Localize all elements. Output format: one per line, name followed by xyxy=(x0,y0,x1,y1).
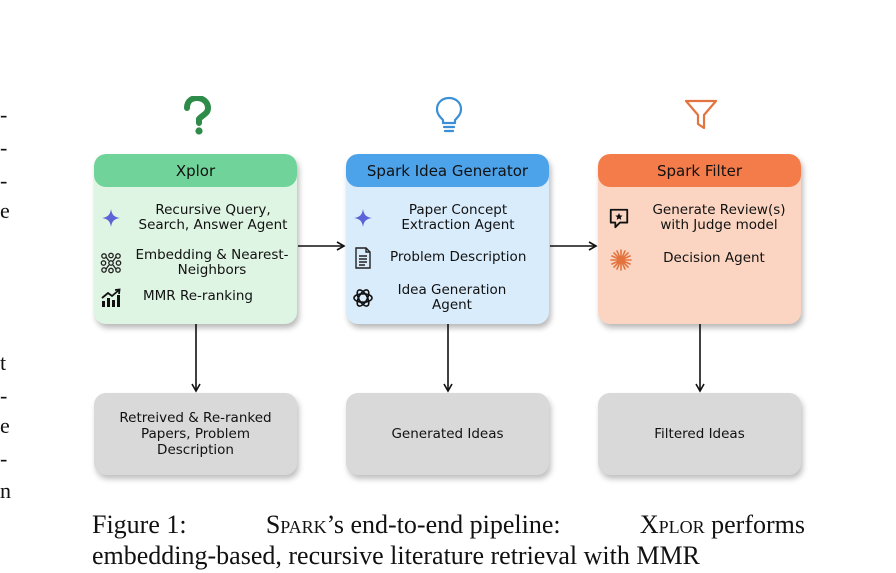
margin-fragment: - xyxy=(0,135,8,160)
caption-line-2: embedding-based, recursive literature re… xyxy=(92,541,700,570)
margin-fragment: - xyxy=(0,168,8,193)
margin-fragment: n xyxy=(0,478,11,503)
xplor-item-mmr: MMR Re-ranking xyxy=(94,286,297,308)
filter-output-label: Filtered Ideas xyxy=(654,426,745,442)
margin-fragment: e xyxy=(0,413,10,438)
caption-xplor: Xplor xyxy=(639,510,705,539)
xplor-title: Xplor xyxy=(175,161,216,180)
document-icon xyxy=(352,247,374,269)
item-label: Recursive Query, Search, Answer Agent xyxy=(138,202,288,233)
caption-line-1: Figure 1: Spark’s end-to-end pipeline: X… xyxy=(92,509,805,540)
spark-idea-generator-card: Spark Idea Generator Paper Concept Extra… xyxy=(346,154,549,324)
item-label: Paper Concept Extraction Agent xyxy=(401,202,515,233)
review-star-icon xyxy=(608,207,630,229)
item-label: Embedding & Nearest-Neighbors xyxy=(135,247,289,278)
spark-filter-card: Spark Filter Generate Review(s) with Jud… xyxy=(598,154,801,324)
generator-item-concept-agent: Paper Concept Extraction Agent xyxy=(346,201,549,235)
margin-fragment: t xyxy=(0,350,7,375)
spark-filter-header: Spark Filter xyxy=(598,154,801,187)
caption-tail: performs xyxy=(711,510,805,539)
figure-caption: Figure 1: Spark’s end-to-end pipeline: X… xyxy=(92,509,852,571)
openai-logo-icon xyxy=(352,287,374,309)
filter-icon xyxy=(684,99,718,130)
generator-item-idea-agent: Idea Generation Agent xyxy=(346,281,549,315)
item-label: Problem Description xyxy=(390,249,527,265)
caption-pipeline-text: Spark’s end-to-end pipeline: xyxy=(266,509,561,540)
lightbulb-icon xyxy=(435,96,463,133)
item-label: Decision Agent xyxy=(663,250,765,266)
sparkle-icon xyxy=(100,207,122,229)
xplor-output-label: Retreived & Re-ranked Papers, Problem De… xyxy=(119,410,272,458)
question-mark-icon xyxy=(184,96,212,135)
spark-idea-generator-header: Spark Idea Generator xyxy=(346,154,549,187)
xplor-item-embedding: Embedding & Nearest-Neighbors xyxy=(94,246,297,280)
filter-item-decision-agent: Decision Agent xyxy=(598,248,801,272)
caption-label: Figure 1: xyxy=(92,510,187,539)
spark-idea-generator-title: Spark Idea Generator xyxy=(366,161,529,180)
xplor-card: Xplor Recursive Query, Search, Answer Ag… xyxy=(94,154,297,324)
ranking-chart-icon xyxy=(100,287,122,309)
generator-output-label: Generated Ideas xyxy=(391,426,504,442)
item-label: Generate Review(s) with Judge model xyxy=(652,202,786,233)
generator-output-box: Generated Ideas xyxy=(346,393,549,475)
xplor-item-query-agent: Recursive Query, Search, Answer Agent xyxy=(94,201,297,235)
caption-spark: Spark xyxy=(265,510,327,539)
filter-output-box: Filtered Ideas xyxy=(598,393,801,475)
margin-fragment: - xyxy=(0,383,8,408)
caption-mid: ’s end-to-end pipeline: xyxy=(326,510,561,539)
generator-item-problem-description: Problem Description xyxy=(346,246,549,270)
network-icon xyxy=(100,252,122,274)
item-label: Idea Generation Agent xyxy=(397,282,507,313)
margin-fragment: e xyxy=(0,198,10,223)
margin-fragment: - xyxy=(0,446,8,471)
item-label: MMR Re-ranking xyxy=(143,288,253,304)
xplor-header: Xplor xyxy=(94,154,297,187)
spark-filter-title: Spark Filter xyxy=(656,161,742,180)
xplor-output-box: Retreived & Re-ranked Papers, Problem De… xyxy=(94,393,297,475)
sparkle-icon xyxy=(352,207,374,229)
margin-fragment: - xyxy=(0,102,8,127)
caption-xplor-text: Xplor performs xyxy=(640,509,805,540)
starburst-icon xyxy=(610,249,632,271)
filter-item-review: Generate Review(s) with Judge model xyxy=(598,201,801,235)
